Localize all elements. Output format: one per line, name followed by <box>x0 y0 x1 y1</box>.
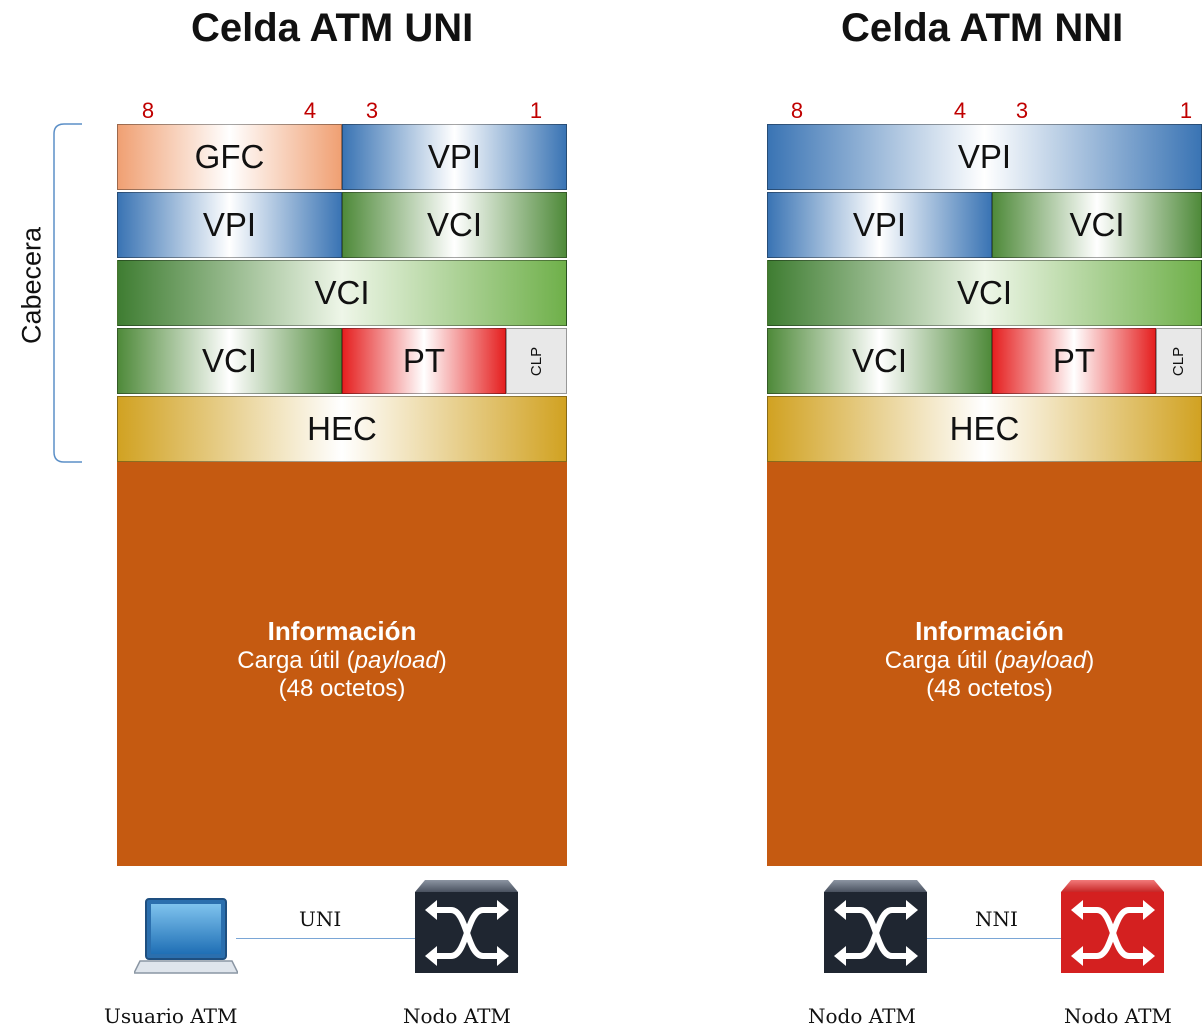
uni-payload-line2: (48 octetos) <box>278 675 406 702</box>
uni-field-hec: HEC <box>117 396 567 462</box>
nni-bit-8: 8 <box>790 98 804 123</box>
nni-field-vci-1: VCI <box>992 192 1202 258</box>
atm-switch-red-icon <box>1061 880 1164 973</box>
nni-bit-3: 3 <box>1015 98 1029 123</box>
uni-bit-8: 8 <box>141 98 155 123</box>
nni-link <box>927 938 1061 939</box>
nni-bit-1: 1 <box>1179 98 1193 123</box>
uni-field-vci-2: VCI <box>117 260 567 326</box>
header-label: Cabecera <box>16 226 47 345</box>
uni-payload-line1: Carga útil (payload) <box>237 647 447 674</box>
uni-field-vci-1: VCI <box>342 192 567 258</box>
uni-bit-4: 4 <box>303 98 317 123</box>
nni-field-vci-3: VCI <box>767 328 992 394</box>
nni-field-vpi-1: VPI <box>767 124 1202 190</box>
laptop-icon <box>134 898 238 974</box>
nni-right-device-label: Nodo ATM <box>1064 1004 1172 1028</box>
uni-field-pt: PT <box>342 328 506 394</box>
nni-title: Celda ATM NNI <box>841 6 1124 50</box>
atm-switch-icon <box>415 880 518 973</box>
uni-bit-3: 3 <box>365 98 379 123</box>
uni-link <box>236 938 416 939</box>
nni-bit-4: 4 <box>953 98 967 123</box>
nni-payload: Información Carga útil (payload) (48 oct… <box>767 462 1202 866</box>
nni-left-device-label: Nodo ATM <box>808 1004 916 1028</box>
nni-field-vci-2: VCI <box>767 260 1202 326</box>
atm-switch-icon <box>824 880 927 973</box>
nni-payload-line1: Carga útil (payload) <box>884 647 1095 674</box>
nni-field-clp: CLP <box>1156 328 1202 394</box>
uni-bit-1: 1 <box>529 98 543 123</box>
nni-field-hec: HEC <box>767 396 1202 462</box>
uni-left-device-label: Usuario ATM <box>104 1004 238 1028</box>
uni-payload-title: Información <box>267 616 417 646</box>
nni-payload-line2: (48 octetos) <box>926 675 1053 702</box>
nni-payload-title: Información <box>915 616 1064 646</box>
uni-field-vpi-2: VPI <box>117 192 342 258</box>
uni-payload: Información Carga útil (payload) (48 oct… <box>117 462 567 866</box>
uni-title: Celda ATM UNI <box>191 6 474 50</box>
nni-link-label: NNI <box>975 907 1018 931</box>
uni-field-gfc: GFC <box>117 124 342 190</box>
uni-field-vci-3: VCI <box>117 328 342 394</box>
nni-field-pt: PT <box>992 328 1156 394</box>
header-brace <box>53 123 82 463</box>
nni-field-vpi-2: VPI <box>767 192 992 258</box>
uni-field-clp: CLP <box>506 328 567 394</box>
uni-right-device-label: Nodo ATM <box>403 1004 511 1028</box>
uni-field-vpi-1: VPI <box>342 124 567 190</box>
uni-link-label: UNI <box>299 907 342 931</box>
